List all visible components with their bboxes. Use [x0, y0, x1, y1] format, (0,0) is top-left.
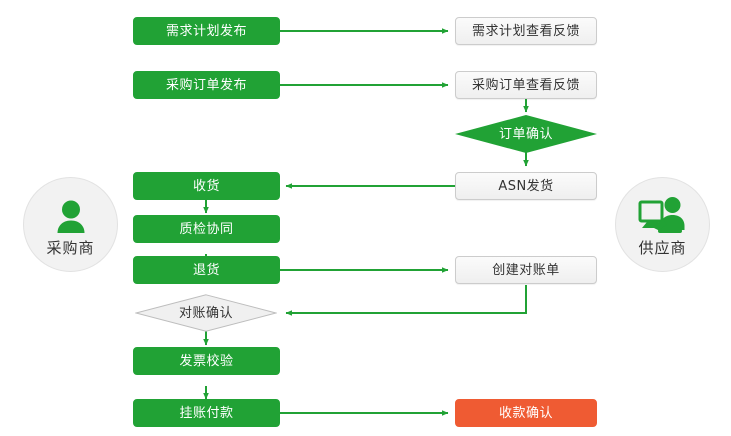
node-label: ASN发货 — [498, 178, 554, 194]
node-label: 采购订单查看反馈 — [471, 77, 580, 93]
node-label: 收款确认 — [498, 405, 553, 421]
actor-buyer[interactable]: 采购商 — [23, 177, 118, 272]
node-quality-collab[interactable]: 质检协同 — [133, 215, 280, 243]
node-label: 需求计划查看反馈 — [471, 23, 580, 39]
node-label: 退货 — [192, 262, 220, 278]
node-label: 发票校验 — [179, 353, 234, 369]
node-label: 质检协同 — [179, 221, 234, 237]
actor-buyer-label: 采购商 — [46, 238, 95, 257]
node-receipt-confirm[interactable]: 收款确认 — [455, 399, 597, 427]
node-label: 创建对账单 — [492, 262, 560, 278]
edge-create-statement-to-statement-confirm — [285, 285, 527, 316]
node-goods-receipt[interactable]: 收货 — [133, 172, 280, 200]
actor-supplier-label: 供应商 — [638, 238, 687, 257]
node-order-confirm[interactable]: 订单确认 — [455, 115, 597, 153]
node-statement-confirm[interactable]: 对账确认 — [135, 294, 277, 332]
node-po-feedback[interactable]: 采购订单查看反馈 — [455, 71, 597, 99]
node-demand-plan-publish[interactable]: 需求计划发布 — [133, 17, 280, 45]
person-icon — [49, 196, 93, 240]
node-payment-posting[interactable]: 挂账付款 — [133, 399, 280, 427]
node-label: 采购订单发布 — [165, 77, 247, 93]
node-invoice-verify[interactable]: 发票校验 — [133, 347, 280, 375]
node-label: 需求计划发布 — [165, 23, 247, 39]
actor-supplier[interactable]: 供应商 — [615, 177, 710, 272]
node-return-goods[interactable]: 退货 — [133, 256, 280, 284]
node-label: 收货 — [192, 178, 220, 194]
node-label: 挂账付款 — [179, 405, 234, 421]
node-asn-shipment[interactable]: ASN发货 — [455, 172, 597, 200]
person-at-computer-icon — [638, 196, 688, 240]
node-create-statement[interactable]: 创建对账单 — [455, 256, 597, 284]
node-po-publish[interactable]: 采购订单发布 — [133, 71, 280, 99]
node-demand-plan-feedback[interactable]: 需求计划查看反馈 — [455, 17, 597, 45]
